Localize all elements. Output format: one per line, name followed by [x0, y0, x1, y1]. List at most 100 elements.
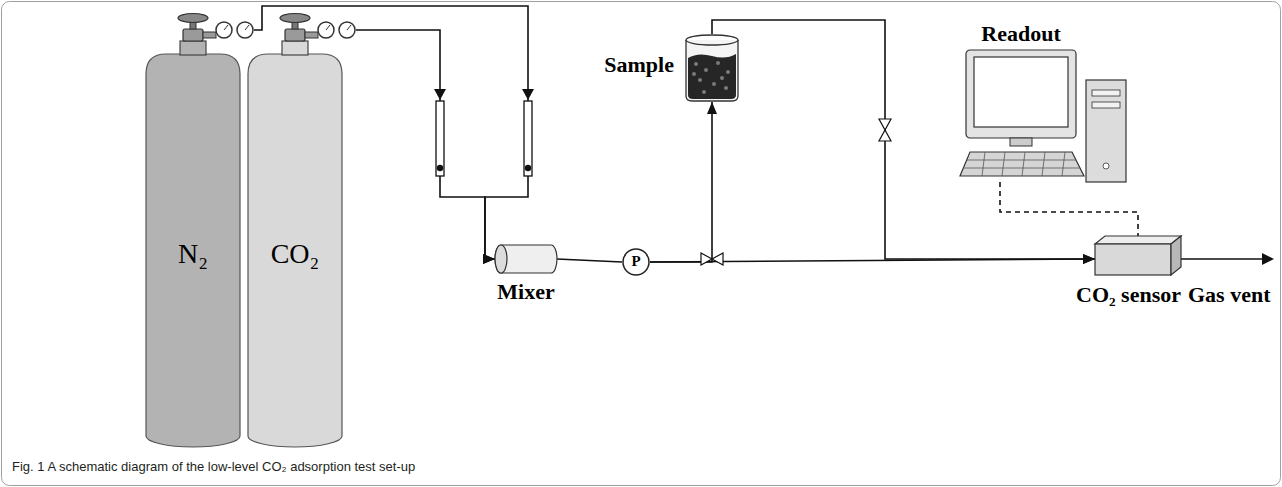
vent-pipe [1181, 258, 1262, 260]
hand-wheel [280, 14, 310, 23]
adsorbent-grain [692, 72, 696, 76]
cylinder-body [248, 54, 342, 447]
key-divider [1042, 152, 1045, 176]
cylinder-body [146, 54, 240, 447]
adsorbent-grain [704, 68, 708, 72]
component-label: Sample [604, 52, 674, 77]
gauge-needle [245, 25, 249, 30]
co2-sensor: CO₂ sensor [1095, 236, 1181, 276]
gauge-needle [347, 25, 351, 30]
cylinder-label: N₂ [178, 238, 208, 269]
sample-vessel-shape [684, 34, 740, 102]
flow-meter [434, 89, 446, 176]
arrow-head [1262, 253, 1274, 265]
flow-meter [522, 89, 534, 176]
computer-tower [1086, 80, 1126, 182]
arrow-head [522, 89, 534, 100]
mixer-shape [495, 245, 557, 273]
valve-triangle [879, 130, 891, 141]
flow-meter-float [437, 165, 443, 171]
figure-caption: Fig. 1 A schematic diagram of the low-le… [12, 459, 415, 474]
readout-computer: Readout [960, 50, 1128, 182]
pressure-gauge: P [622, 248, 650, 276]
adsorbent-grain [726, 70, 730, 74]
text-holder: CO₂ [248, 238, 342, 270]
flow-meter-tube [436, 101, 444, 176]
arrow-head [434, 89, 446, 100]
valve-triangle [712, 253, 723, 265]
cylinder-neck [282, 41, 308, 55]
hand-wheel [178, 14, 208, 23]
adsorbent-grain [698, 78, 702, 82]
component-label: CO₂ sensor [1076, 282, 1181, 307]
adsorbent-bed [688, 54, 736, 99]
cylinder-neck [180, 41, 206, 55]
gas-line [557, 259, 622, 262]
regulator-gauge [237, 22, 253, 38]
text-holder: P [622, 248, 650, 276]
text-holder: Mixer [497, 279, 554, 304]
signal-line [1000, 182, 1138, 236]
key-row [967, 160, 1076, 161]
keyboard [960, 152, 1084, 176]
power-button [1103, 163, 1109, 169]
gas-cylinder-shape [146, 12, 254, 448]
regulator-body [305, 32, 318, 38]
gas-line [650, 102, 712, 262]
regulator-gauge [318, 22, 334, 38]
adsorbent-grain [702, 90, 706, 94]
mixer-end [495, 245, 507, 273]
adsorbent-grain [720, 76, 724, 80]
sensor-side [1171, 236, 1181, 275]
gauge-circle [623, 249, 649, 275]
gauge-needle [224, 25, 228, 30]
gauge-letter: P [631, 253, 640, 270]
sensor-top [1095, 236, 1181, 244]
co2-sensor-shape [1095, 236, 1181, 276]
flow-meter-tube [524, 101, 532, 176]
adsorbent-grain [716, 61, 720, 65]
text-holder: N₂ [146, 238, 240, 270]
text-holder: Readout [966, 21, 1076, 46]
key-divider [1002, 152, 1005, 176]
monitor-screen [974, 57, 1068, 127]
readout-computer-shape [960, 50, 1128, 182]
adsorbent-grain [724, 86, 728, 90]
cylinder-label: CO₂ [271, 238, 320, 269]
valve-triangle [701, 253, 712, 265]
text-holder: CO₂ sensor [1076, 282, 1181, 307]
component-label: Mixer [497, 279, 554, 304]
text-holder: Sample [604, 52, 674, 77]
text-holder: Gas vent [1188, 282, 1271, 307]
gas-line [712, 20, 1095, 259]
monitor-stand [1010, 138, 1032, 146]
adsorbent-grain [694, 62, 698, 66]
gauge-needle [326, 25, 330, 30]
bypass-valve [879, 119, 891, 141]
regulator-body [203, 32, 216, 38]
drive-slot [1092, 102, 1120, 108]
cylinder-valve [183, 29, 203, 41]
vent-line [1181, 253, 1274, 265]
monitor [966, 50, 1076, 138]
vessel-rim [686, 35, 738, 45]
gas-line [356, 30, 495, 259]
valve-triangle [879, 119, 891, 130]
adsorbent-grain [712, 82, 716, 86]
key-row [963, 168, 1080, 169]
mixer-body [495, 245, 557, 273]
vent-label: Gas vent [1188, 282, 1271, 307]
three-way-valve [701, 253, 723, 265]
drive-slot [1092, 90, 1120, 96]
mixer: Mixer [495, 245, 557, 273]
cylinder-valve [285, 29, 305, 41]
gas-cylinder: CO₂ [248, 12, 356, 448]
sample-vessel: Sample [684, 34, 740, 102]
gas-cylinder: N₂ [146, 12, 254, 448]
text-holder: Fig. 1 A schematic diagram of the low-le… [12, 457, 415, 475]
gas-cylinder-shape [248, 12, 356, 448]
regulator-gauge [216, 22, 232, 38]
